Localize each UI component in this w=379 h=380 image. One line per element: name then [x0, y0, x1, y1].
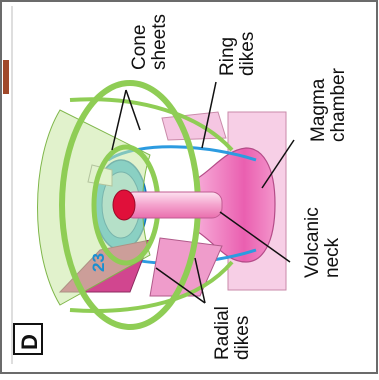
label-magma-chamber-line1: Magma: [308, 78, 329, 142]
accent-bar: [3, 60, 9, 94]
label-radial-dikes-line1: Radial: [212, 306, 233, 360]
number-label: 23: [89, 253, 108, 272]
label-volcanic-neck-line2: neck: [322, 237, 343, 278]
panel-letter: D: [17, 334, 42, 350]
label-radial-dikes: Radial dikes: [212, 306, 253, 360]
label-ring-dikes: Ring dikes: [217, 32, 258, 76]
leader-cone-sheets-b: [126, 90, 140, 130]
volcanic-neck: [124, 192, 222, 218]
label-magma-chamber: Magma chamber: [308, 67, 349, 142]
label-ring-dikes-line1: Ring: [217, 37, 238, 76]
label-cone-sheets-line1: Cone: [129, 25, 150, 70]
number-label-group: 23: [89, 253, 108, 272]
label-cone-sheets-line2: sheets: [149, 14, 170, 70]
label-ring-dikes-line2: dikes: [237, 32, 258, 76]
label-cone-sheets: Cone sheets: [129, 14, 170, 70]
label-radial-dikes-line2: dikes: [232, 316, 253, 360]
panel-letter-group: D: [17, 334, 42, 350]
label-magma-chamber-line2: chamber: [328, 67, 349, 142]
label-volcanic-neck-line1: Volcanic: [302, 207, 323, 278]
label-volcanic-neck: Volcanic neck: [302, 207, 343, 278]
volcanic-neck-vent: [113, 190, 135, 220]
